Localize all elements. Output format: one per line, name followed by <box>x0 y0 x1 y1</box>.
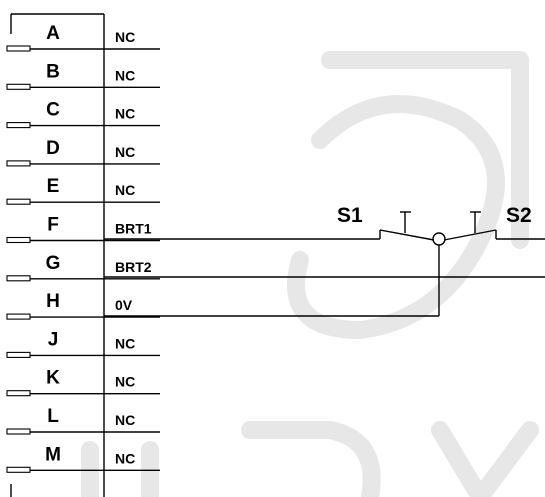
pin-terminal <box>6 83 31 90</box>
switch-label-s2: S2 <box>506 204 532 227</box>
pin-terminal <box>6 466 31 473</box>
pin-label: NC <box>115 412 135 428</box>
pin-label: BRT2 <box>115 259 152 275</box>
pin-label: 0V <box>115 297 133 313</box>
pin-letter: J <box>48 329 59 350</box>
pin-terminal <box>6 351 31 358</box>
pin-terminal <box>6 313 31 320</box>
pin-letter: C <box>46 100 60 121</box>
pin-terminal <box>6 236 31 244</box>
pin-terminal <box>6 428 31 435</box>
pin-letter: M <box>45 444 61 465</box>
wiper-s1 <box>379 229 435 241</box>
connector-pin: D NC <box>6 138 160 167</box>
connector-pin: A NC <box>6 23 160 52</box>
connector-pin: B NC <box>6 61 160 90</box>
pin-letter: D <box>46 138 60 159</box>
switch-label-s1: S1 <box>337 204 363 227</box>
connector-pin: E NC <box>6 176 160 205</box>
pin-letter: A <box>46 23 60 44</box>
connector-pin: F BRT1 <box>6 215 160 244</box>
connector-pin: J NC <box>6 329 160 358</box>
pin-terminal <box>6 198 31 205</box>
pin-letter: H <box>46 291 60 312</box>
pin-label: NC <box>115 29 135 45</box>
pin-letter: F <box>47 215 59 236</box>
pin-terminal <box>6 45 31 52</box>
switch-pivot <box>432 232 446 246</box>
pin-label: BRT1 <box>115 221 152 237</box>
pin-letter: G <box>46 253 61 274</box>
watermark-logo <box>81 51 539 497</box>
switch-wiring: S1 S2 <box>104 204 545 317</box>
pin-letter: K <box>46 368 60 389</box>
pin-label: NC <box>115 374 135 390</box>
wiper-s2 <box>443 229 497 241</box>
connector-pin: C NC <box>6 100 160 129</box>
connector-pin: M NC <box>6 444 160 473</box>
pin-terminal <box>6 122 31 129</box>
pin-letter: E <box>47 176 60 197</box>
connector-pin: G BRT2 <box>6 253 160 282</box>
pin-label: NC <box>115 144 135 160</box>
pin-terminal <box>6 390 31 397</box>
connector-pin: H 0V <box>6 291 160 320</box>
pin-label: NC <box>115 182 135 198</box>
connector-pin: L NC <box>6 406 160 435</box>
pin-terminal <box>6 275 31 282</box>
pin-terminal <box>6 160 31 167</box>
pin-letter: B <box>46 61 60 82</box>
pin-label: NC <box>115 67 135 83</box>
pin-letter: L <box>47 406 59 427</box>
pin-label: NC <box>115 106 135 122</box>
connector-block <box>10 13 105 497</box>
pin-label: NC <box>115 335 135 351</box>
pin-label: NC <box>115 450 135 466</box>
connector-pin: K NC <box>6 368 160 397</box>
